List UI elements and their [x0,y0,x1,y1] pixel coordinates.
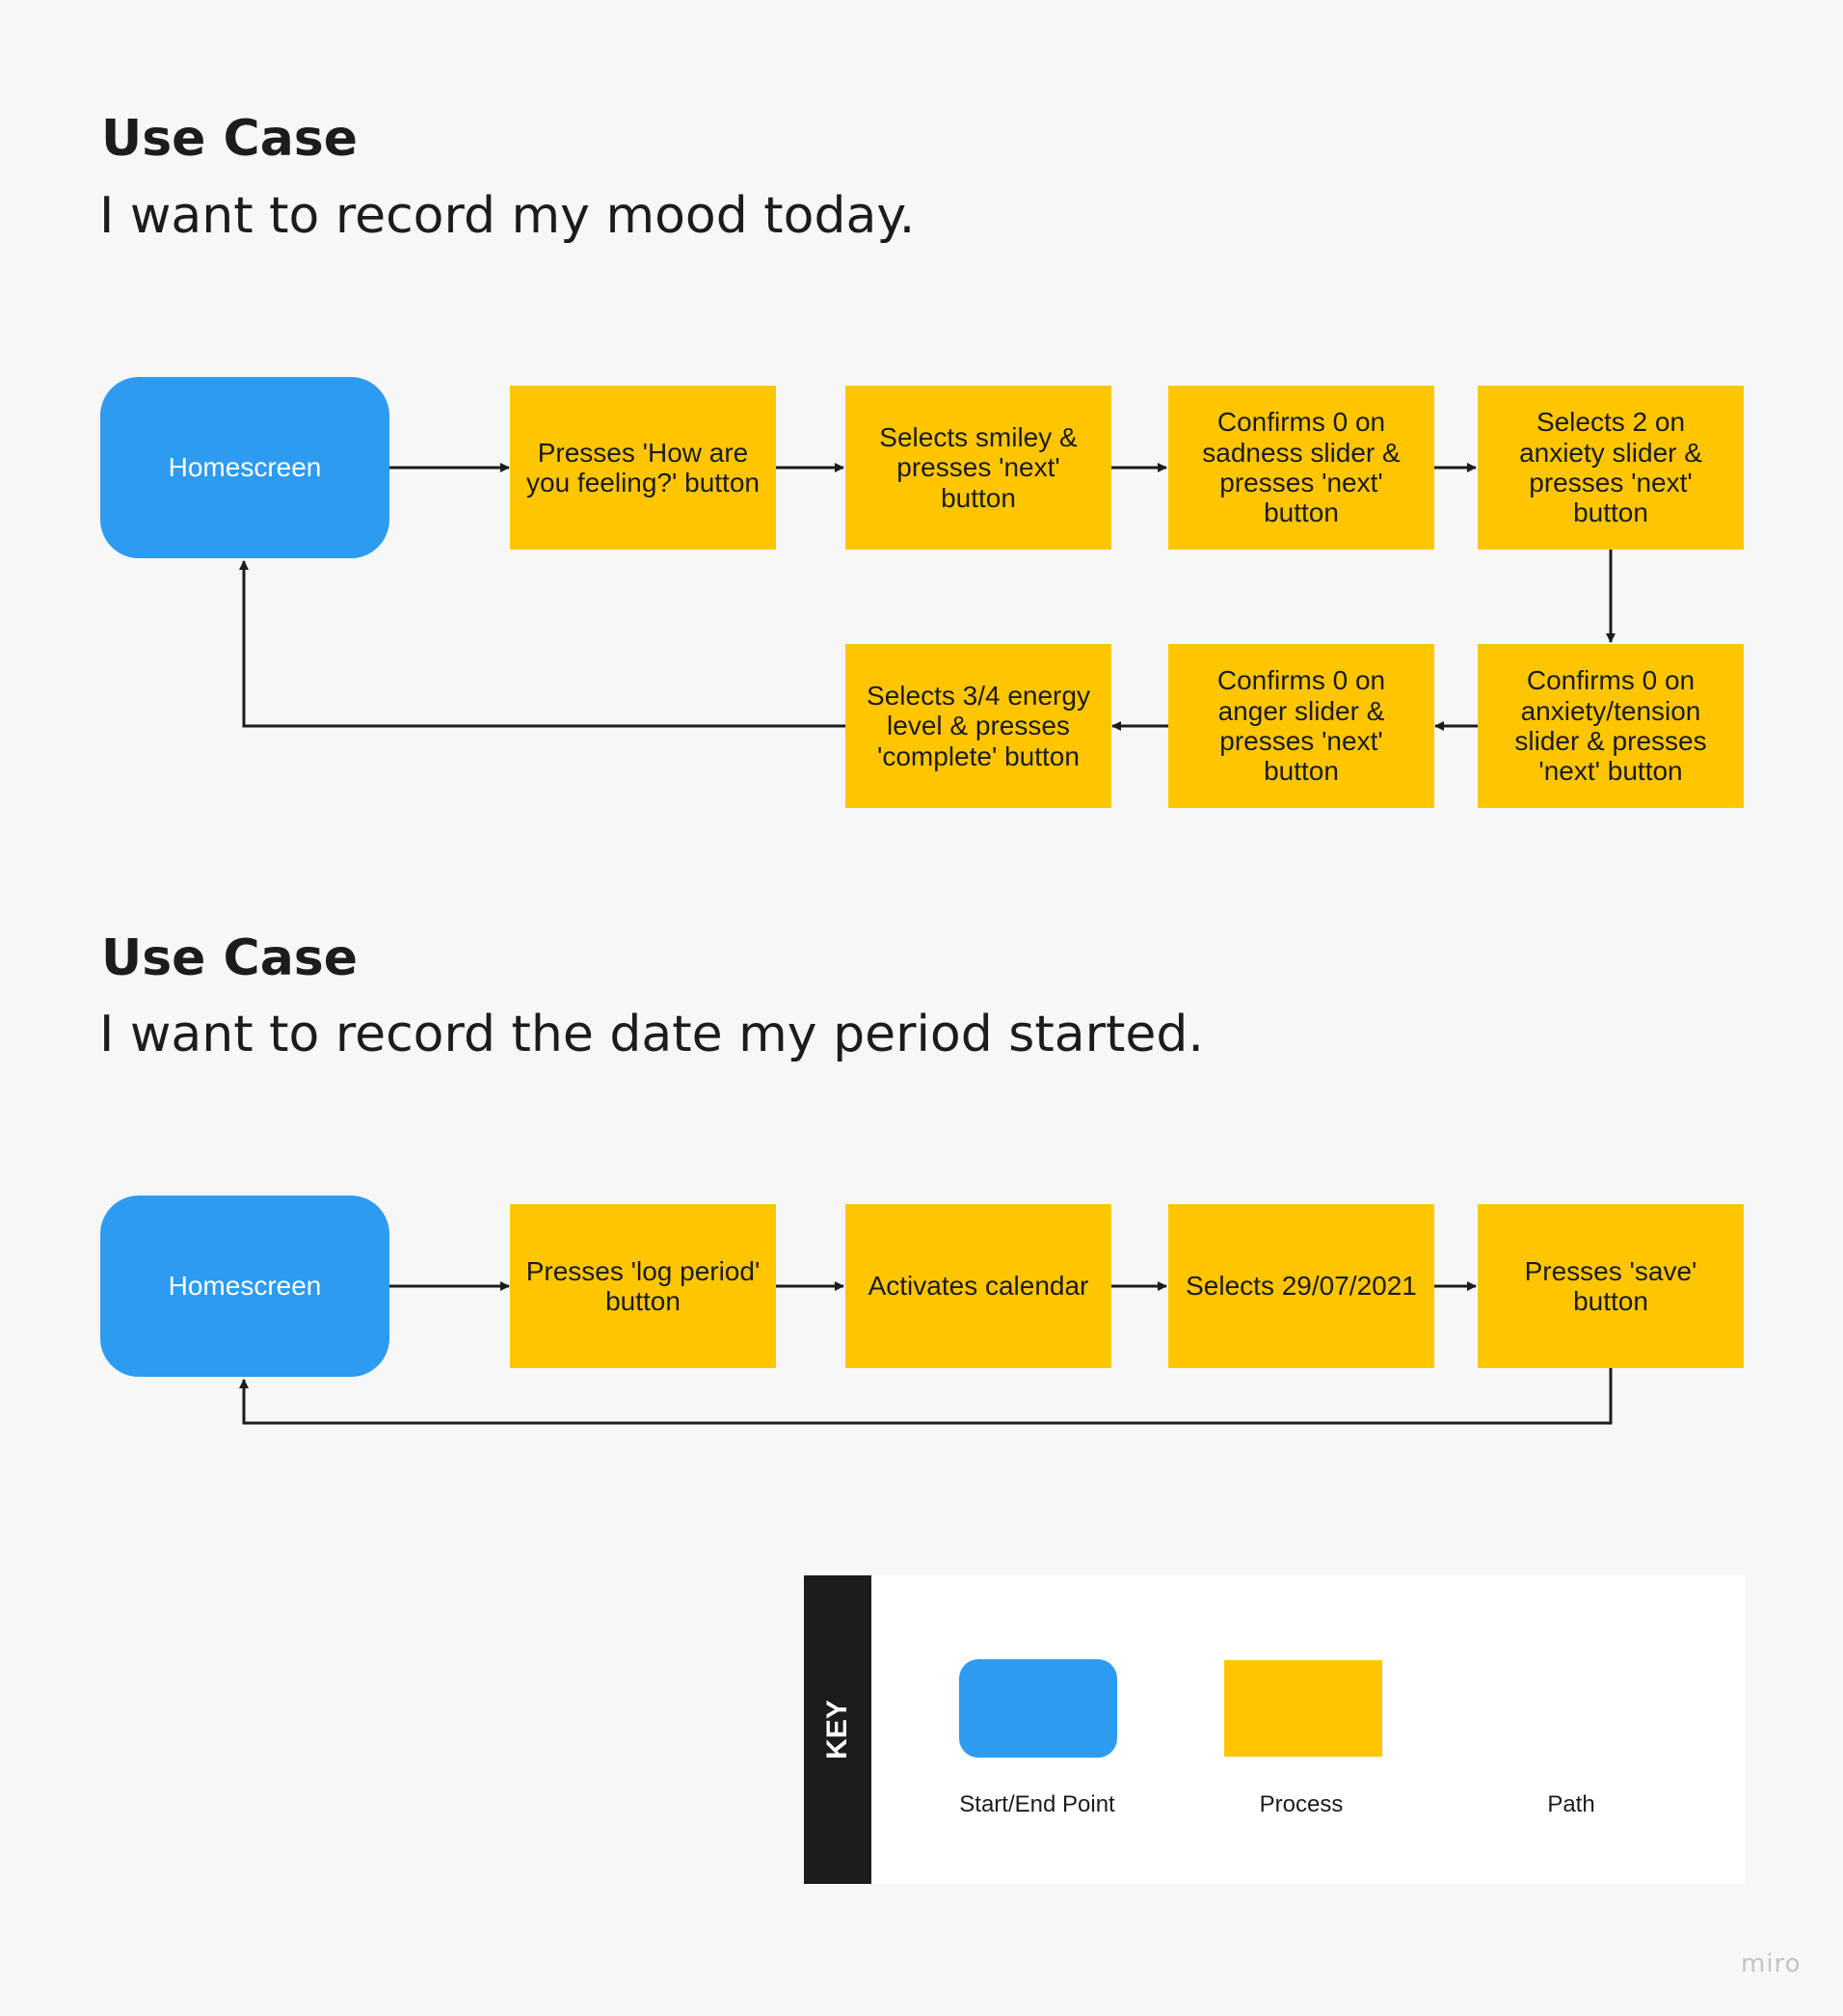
uc1-step4-node: Selects 2 on anxiety slider & presses 'n… [1478,386,1744,550]
path-uc2-step4-to-home [239,1368,1613,1425]
use-case-2-description: I want to record the date my period star… [99,1006,1204,1063]
uc2-homescreen-node: Homescreen [100,1196,389,1377]
uc2-step1-node: Presses 'log period' button [510,1204,776,1368]
legend-path-label: Path [1547,1791,1595,1817]
uc1-step6-node: Confirms 0 on anger slider & presses 'ne… [1168,644,1434,808]
legend-panel: KEY Start/End Point Process Path [804,1575,1745,1884]
uc1-step2-node: Selects smiley & presses 'next' button [845,386,1111,550]
uc1-homescreen-node: Homescreen [100,377,389,558]
legend-title: KEY [821,1700,853,1760]
use-case-1-label: Use Case [101,110,359,168]
legend-process-label: Process [1259,1791,1344,1817]
uc2-step4-node: Presses 'save' button [1478,1204,1744,1368]
legend-title-bar: KEY [804,1575,871,1884]
uc2-step2-node: Activates calendar [845,1204,1111,1368]
legend-start-end-swatch [959,1659,1117,1758]
path-uc1-step7-to-home [239,560,845,728]
uc1-step5-node: Confirms 0 on anxiety/tension slider & p… [1478,644,1744,808]
use-case-2-label: Use Case [101,929,359,987]
legend-start-end-label: Start/End Point [959,1791,1115,1817]
uc1-step1-node: Presses 'How are you feeling?' button [510,386,776,550]
uc1-step3-node: Confirms 0 on sadness slider & presses '… [1168,386,1434,550]
use-case-1-description: I want to record my mood today. [99,187,916,245]
uc2-step3-node: Selects 29/07/2021 [1168,1204,1434,1368]
uc1-step7-node: Selects 3/4 energy level & presses 'comp… [845,644,1111,808]
miro-watermark: miro [1741,1949,1802,1978]
legend-process-swatch [1224,1660,1382,1757]
